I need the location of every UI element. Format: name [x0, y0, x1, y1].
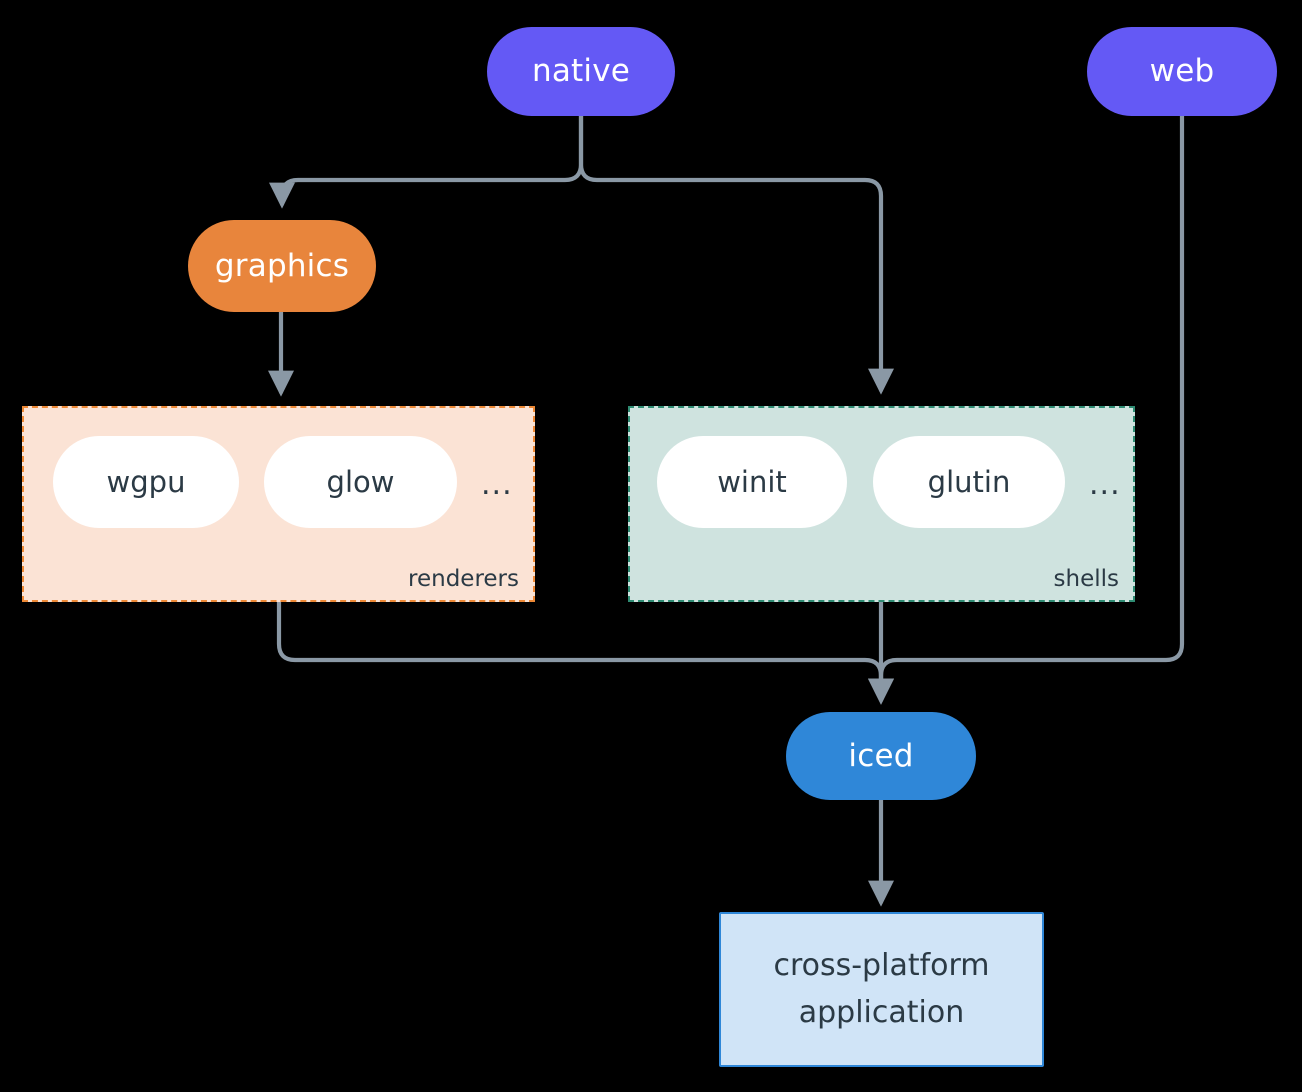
edge-native-shells — [578, 113, 895, 395]
edge-renderers-iced — [276, 599, 895, 705]
cluster-renderers: wgpu glow ... renderers — [22, 406, 535, 602]
node-glutin-label: glutin — [927, 465, 1011, 499]
node-glow[interactable]: glow — [264, 436, 457, 528]
node-iced[interactable]: iced — [786, 712, 976, 800]
cluster-renderers-label: renderers — [408, 566, 519, 592]
cluster-shells-label: shells — [1053, 566, 1119, 592]
node-native-label: native — [531, 53, 631, 90]
node-graphics-label: graphics — [214, 247, 350, 284]
node-glow-label: glow — [326, 465, 395, 499]
node-native[interactable]: native — [487, 27, 675, 116]
node-iced-label: iced — [848, 737, 914, 774]
renderers-more-ellipsis: ... — [481, 467, 513, 502]
shells-more-ellipsis: ... — [1089, 467, 1121, 502]
node-application-line2: application — [798, 994, 965, 1030]
node-glutin[interactable]: glutin — [873, 436, 1065, 528]
node-web-label: web — [1149, 53, 1215, 90]
node-graphics[interactable]: graphics — [188, 220, 376, 312]
cluster-shells: winit glutin ... shells — [628, 406, 1135, 602]
node-application[interactable]: cross-platform application — [719, 912, 1044, 1067]
edge-native-graphics — [268, 113, 584, 209]
node-application-line1: cross-platform — [773, 948, 990, 983]
node-winit-label: winit — [717, 465, 787, 499]
node-winit[interactable]: winit — [657, 436, 847, 528]
node-web[interactable]: web — [1087, 27, 1277, 116]
node-wgpu-label: wgpu — [106, 465, 186, 499]
node-wgpu[interactable]: wgpu — [53, 436, 239, 528]
